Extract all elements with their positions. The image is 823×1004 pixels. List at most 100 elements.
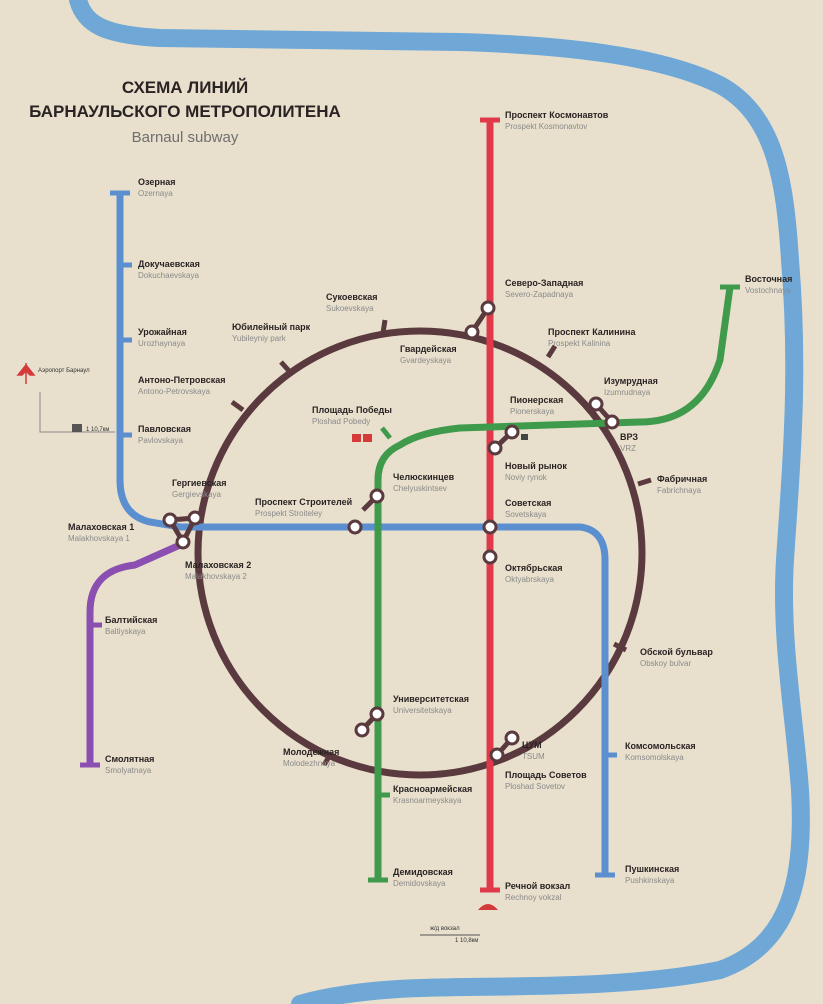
blue-line [116,193,609,875]
station-label: Октябрьская [505,563,563,573]
station-label-latin: Ploshad Pobedy [312,417,370,426]
station-label: Челюскинцев [393,472,455,482]
station-label: Малаховская 2 [185,560,251,570]
station-marker [369,706,385,722]
station-marker [354,722,370,738]
station-label: Новый рынок [505,461,567,471]
station-label: Проспект Космонавтов [505,110,609,120]
station-label: Красноармейская [393,784,472,794]
station-label-latin: Demidovskaya [393,879,446,888]
station-marker [162,512,178,528]
station-label: Молодежная [283,747,339,757]
station-marker [604,414,620,430]
station-label-latin: Smolyatnaya [105,766,152,775]
station-label: Северо-Западная [505,278,583,288]
station-label-latin: Prospekt Kosmonavtov [505,122,587,131]
station-label: Сукоевская [326,292,377,302]
station-label: Озерная [138,177,176,187]
ring-line [194,327,646,779]
station-label-latin: Krasnoarmeyskaya [393,796,462,805]
station-label: Малаховская 1 [68,522,134,532]
station-label: Обской бульвар [640,647,713,657]
station-label-latin: Urozhaynaya [138,339,186,348]
station-label: Комсомольская [625,741,696,751]
station-label: Докучаевская [138,259,200,269]
rail-station-distance: 1 10,8км [455,938,478,944]
title-subtitle: Barnaul subway [132,129,239,146]
station-label-latin: Noviy rynok [505,473,548,482]
station-label: Восточная [745,274,792,284]
station-label: Гергиевская [172,478,227,488]
station-label-latin: VRZ [620,444,636,453]
station-marker [347,519,363,535]
station-label-latin: Rechnoy vokzal [505,893,562,902]
station-marker [588,396,604,412]
tick-fabrichnaya [637,477,652,487]
station-labels: Проспект Космонавтов Prospekt Kosmonavto… [68,110,792,902]
station-label-latin: Vostochnaya [745,286,791,295]
green-line [374,286,734,880]
station-marker [482,519,498,535]
station-marker [504,730,520,746]
station-label: Университетская [393,694,469,704]
tram-icon [72,424,82,432]
station-label: Пушкинская [625,864,679,874]
station-label-latin: Molodezhnaya [283,759,336,768]
station-label-latin: Izumrudnaya [604,388,651,397]
tick-obskoy [612,641,628,653]
station-label: Изумрудная [604,376,658,386]
station-label: Проспект Калинина [548,327,636,337]
airport-marker: Аэропорт Барнаул 1 10,7км [16,363,115,433]
airplane-icon [16,363,36,384]
station-marker [487,440,503,456]
station-marker [175,534,191,550]
station-marker [464,324,480,340]
station-label-latin: Prospekt Stroiteley [255,509,322,518]
station-label: ВРЗ [620,432,638,442]
station-label-latin: Gergievskaya [172,490,221,499]
station-label-latin: Ploshad Sovetov [505,782,565,791]
station-label-latin: Chelyuskintsev [393,484,447,493]
green-ticks [378,426,392,798]
station-label: Проспект Строителей [255,497,352,507]
airport-connector [39,392,115,433]
ring-ticks [230,319,652,767]
tick-yubileyniy [279,360,292,374]
airport-label: Аэропорт Барнаул [38,368,90,374]
station-marker [187,510,203,526]
station-label-latin: Pavlovskaya [138,436,183,445]
station-label: Антоно-Петровская [138,375,226,385]
rail-station-note: ж/д вокзал 1 10,8км [420,904,498,944]
purple-line [86,541,182,765]
station-marker [369,488,385,504]
station-label: Демидовская [393,867,453,877]
station-label: Площадь Победы [312,405,392,415]
station-label: Урожайная [138,327,187,337]
station-label: Смолятная [105,754,154,764]
station-label: ЦУМ [522,740,542,750]
station-label-latin: Sukoevskaya [326,304,374,313]
river [69,0,810,1004]
airport-distance: 1 10,7км [86,427,109,433]
station-label-latin: Ozernaya [138,189,173,198]
station-label-latin: Baltiyskaya [105,627,146,636]
blue-ticks [120,262,617,758]
station-label-latin: Fabrichnaya [657,486,702,495]
rail-station-label: ж/д вокзал [430,926,460,932]
station-label: Фабричная [657,474,707,484]
station-label: Павловская [138,424,191,434]
station-marker [504,424,520,440]
station-label-latin: Oktyabrskaya [505,575,554,584]
tick-molodezhnaya [321,753,333,767]
station-label-latin: Severo-Zapadnaya [505,290,574,299]
station-label: Юбилейный парк [232,322,311,332]
station-label-latin: Dokuchaevskaya [138,271,199,280]
title-line1: СХЕМА ЛИНИЙ [122,78,248,97]
station-label-latin: Antono-Petrovskaya [138,387,211,396]
boat-icon [478,904,498,910]
tick-kalinina [545,344,558,359]
station-markers [162,300,620,763]
station-label: Гвардейская [400,344,457,354]
station-label-latin: Pionerskaya [510,407,555,416]
station-label-latin: Malakhovskaya 2 [185,572,247,581]
